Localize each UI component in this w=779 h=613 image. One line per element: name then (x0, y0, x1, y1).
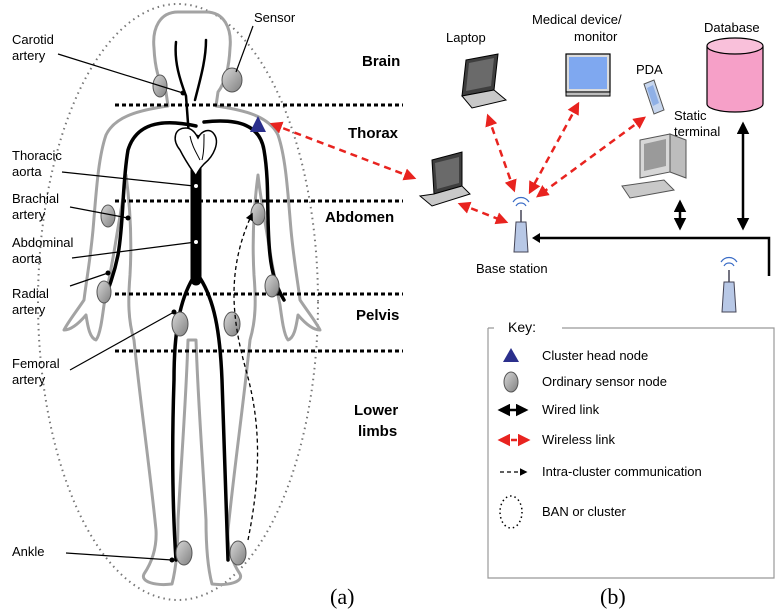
label-database: Database (704, 20, 760, 35)
base-station-icon (512, 196, 530, 253)
zone-abdomen: Abdomen (325, 209, 394, 226)
sensor-node (264, 274, 280, 298)
zone-pelvis: Pelvis (356, 307, 399, 324)
ban-cluster-ellipse (37, 3, 319, 601)
wireless-links (457, 101, 647, 225)
label-leader-lines (57, 25, 254, 561)
label-ankle: Ankle (12, 544, 45, 559)
database-icon (706, 37, 764, 113)
human-body-outline (62, 10, 322, 586)
sensor-node (100, 204, 116, 228)
sensor-node (96, 280, 112, 304)
label-medical-2: monitor (574, 29, 618, 44)
sensor-node (221, 67, 243, 93)
label-brachial-2: artery (12, 207, 46, 222)
label-carotid-1: Carotid (12, 32, 54, 47)
pda-icon (643, 79, 665, 115)
key-item-wired: Wired link (542, 402, 600, 417)
label-abdominal-2: aorta (12, 251, 42, 266)
sensor-node (175, 540, 193, 566)
sensor-node (250, 202, 266, 226)
label-base-station: Base station (476, 261, 548, 276)
key-cluster-head-symbol (503, 348, 519, 362)
key-ban-symbol (499, 495, 523, 529)
zone-limbs: limbs (358, 423, 397, 440)
label-carotid-2: artery (12, 48, 46, 63)
key-item-sensor: Ordinary sensor node (542, 374, 667, 389)
label-femoral-2: artery (12, 372, 46, 387)
label-radial-2: artery (12, 302, 46, 317)
laptop-left-icon (418, 151, 471, 207)
label-radial-1: Radial (12, 286, 49, 301)
label-sensor: Sensor (254, 10, 296, 25)
zone-lower: Lower (354, 402, 398, 419)
caption-a: (a) (330, 584, 354, 609)
label-static-1: Static (674, 108, 707, 123)
wired-links (540, 121, 771, 276)
leader-open-dots (193, 183, 199, 245)
key-legend: Key: Cluster head node Ordinary sensor n… (487, 319, 775, 579)
zone-thorax: Thorax (348, 125, 399, 142)
key-item-wireless: Wireless link (542, 432, 615, 447)
region-divider-lines (115, 103, 403, 353)
part-b-network: Laptop Medical device/ monitor PDA Datab… (418, 12, 775, 609)
key-item-ban: BAN or cluster (542, 504, 626, 519)
label-laptop: Laptop (446, 30, 486, 45)
part-a-body-area-network: Brain Thorax Abdomen Pelvis Lower limbs (12, 3, 417, 609)
intra-cluster-arrow (233, 212, 259, 541)
label-thoracic-2: aorta (12, 164, 42, 179)
key-item-intra: Intra-cluster communication (542, 464, 702, 479)
key-sensor-symbol (503, 371, 519, 393)
key-title: Key: (508, 319, 536, 335)
cluster-head-node (250, 116, 266, 132)
key-item-cluster-head: Cluster head node (542, 348, 648, 363)
access-point-icon (720, 256, 738, 313)
label-medical-1: Medical device/ (532, 12, 622, 27)
label-brachial-1: Brachial (12, 191, 59, 206)
label-thoracic-1: Thoracic (12, 148, 62, 163)
sensor-node (171, 311, 189, 337)
label-abdominal-1: Abdominal (12, 235, 74, 250)
label-static-2: terminal (674, 124, 720, 139)
monitor-icon (565, 53, 611, 97)
laptop-icon (461, 53, 508, 109)
label-femoral-1: Femoral (12, 356, 60, 371)
zone-brain: Brain (362, 53, 400, 70)
sensor-node (229, 540, 247, 566)
label-pda: PDA (636, 62, 663, 77)
wireless-link (269, 121, 417, 181)
caption-b: (b) (600, 584, 626, 609)
static-terminal-icon (621, 133, 687, 199)
